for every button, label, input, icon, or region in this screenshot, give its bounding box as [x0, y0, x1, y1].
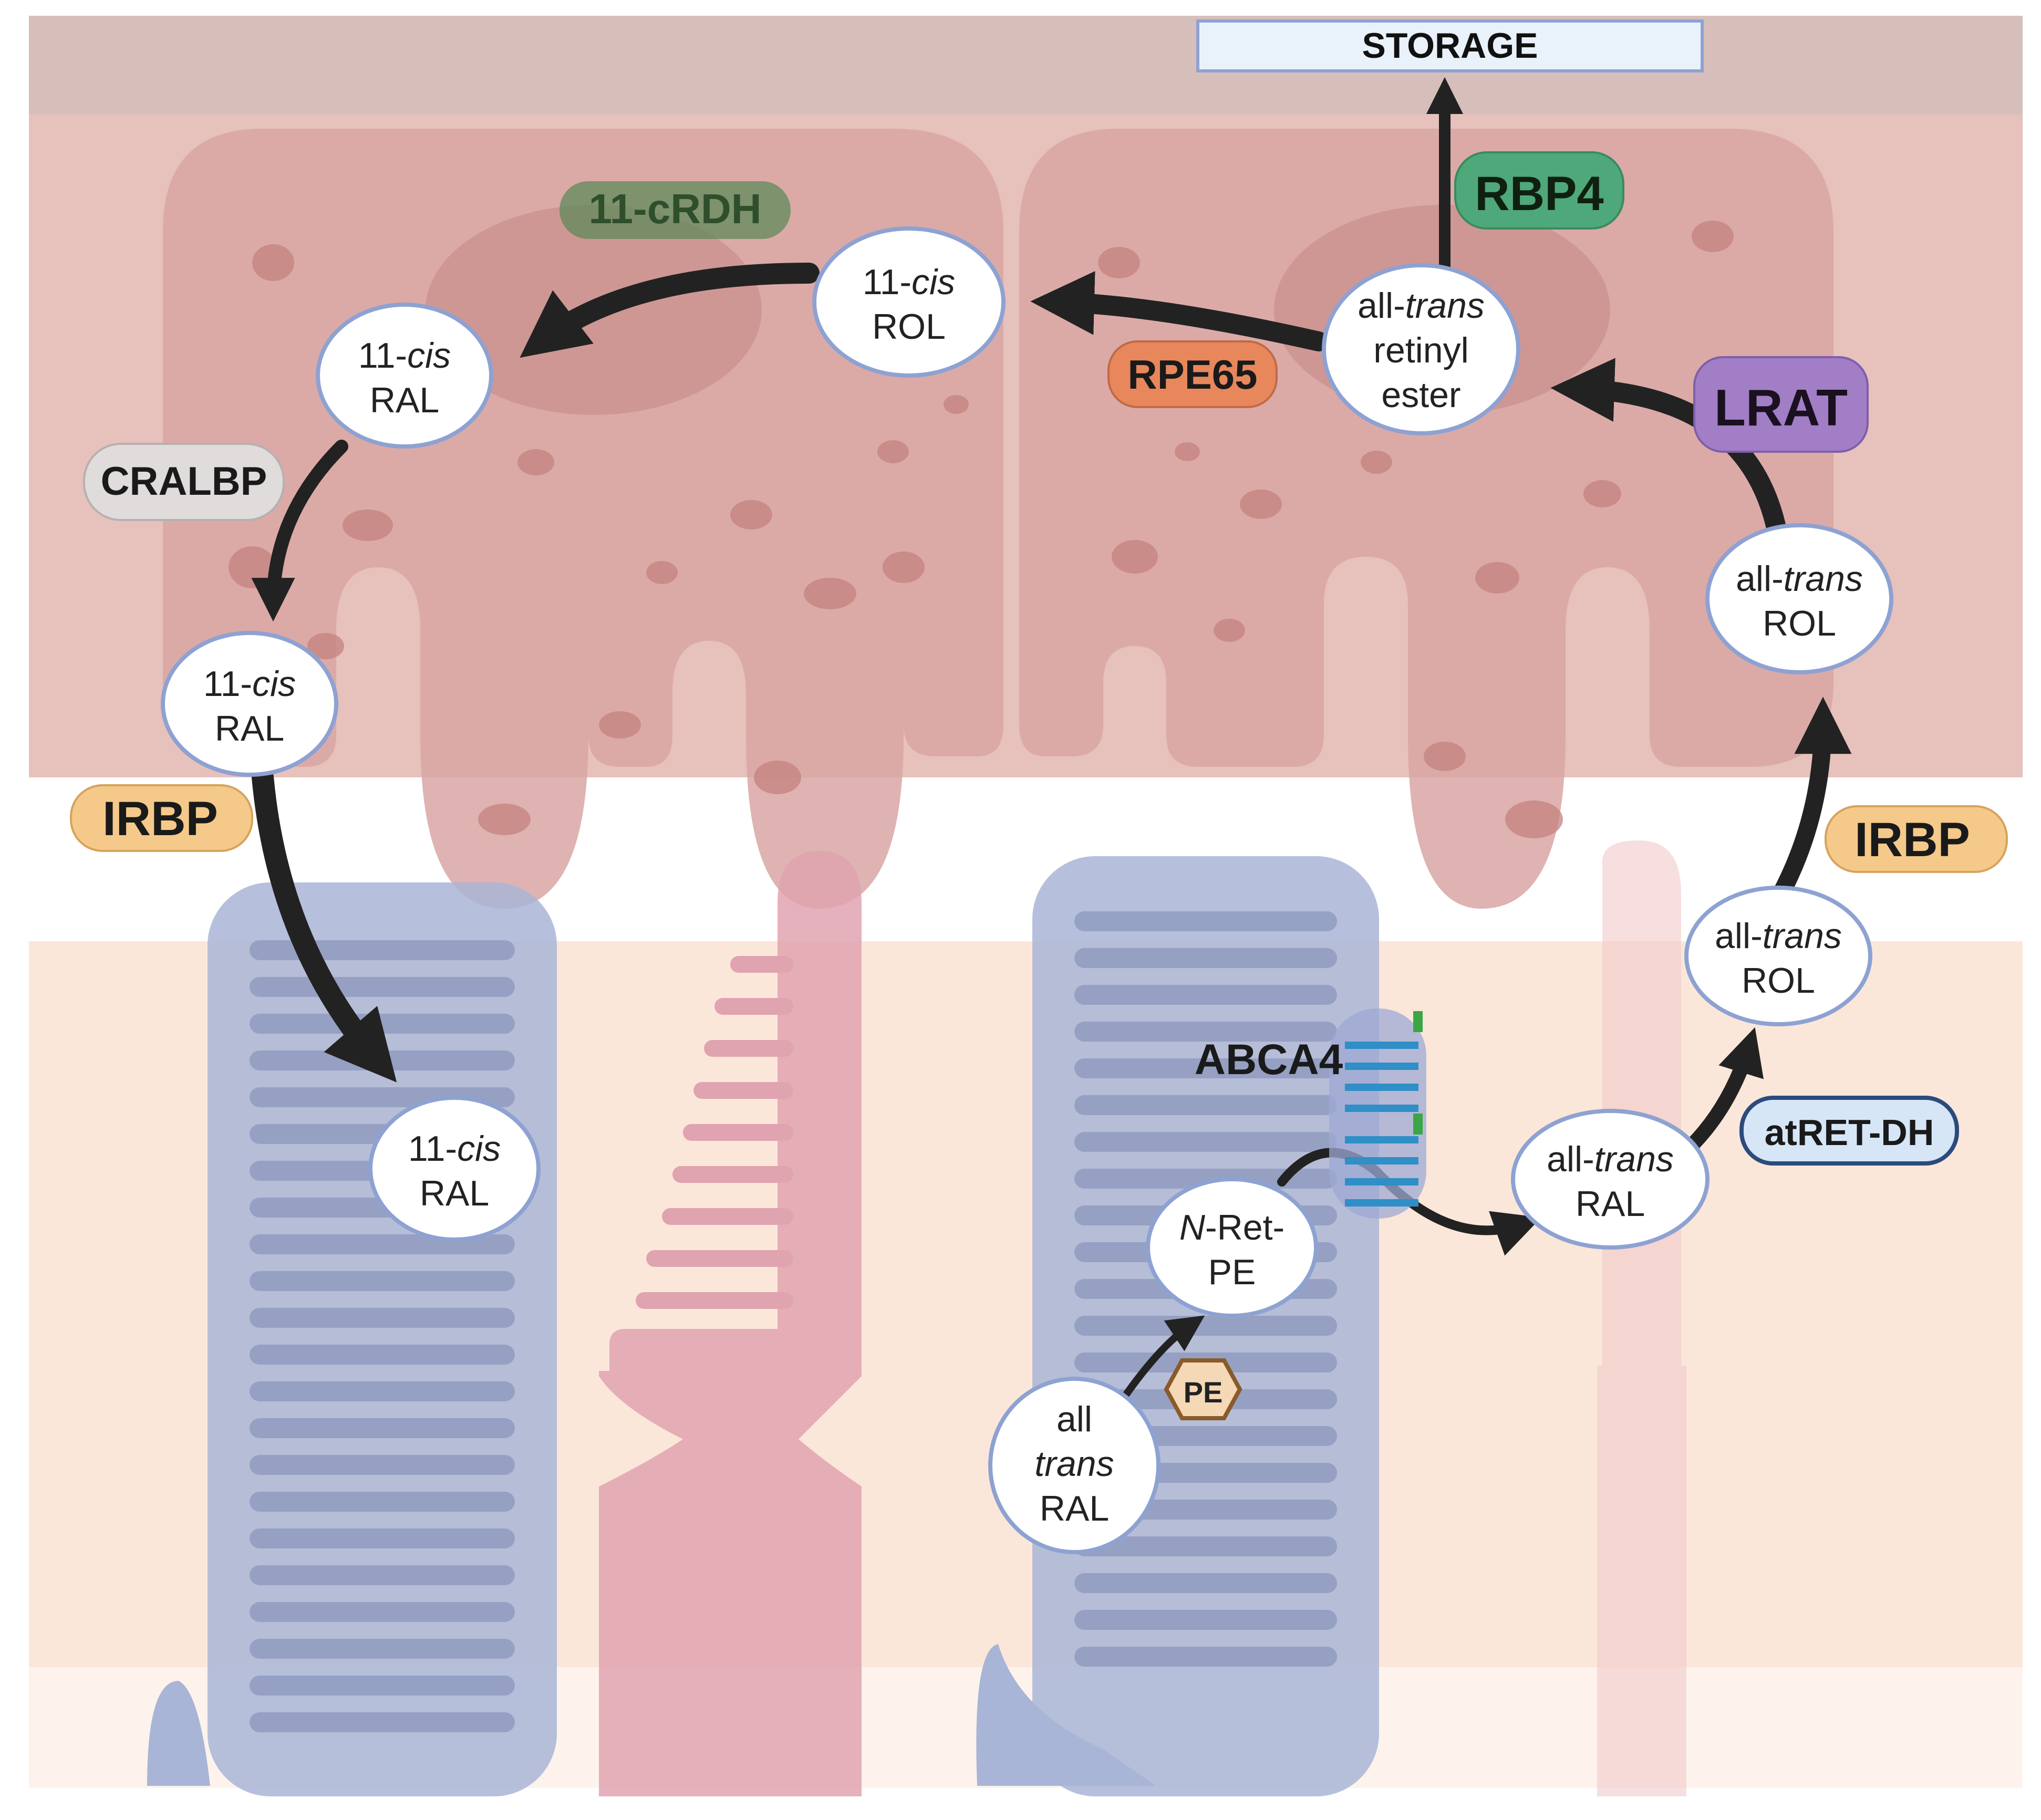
node-n-ret-pe: N-Ret- PE: [1146, 1177, 1318, 1318]
svg-text:all-trans: all-trans: [1736, 559, 1863, 599]
svg-text:RAL: RAL: [420, 1173, 489, 1213]
abca4-transporter: [1329, 1008, 1426, 1219]
node-11-cis-ral-mid: 11-cis RAL: [161, 631, 338, 777]
cone-lamellae-left: [636, 956, 793, 1309]
svg-text:atRET-DH: atRET-DH: [1765, 1112, 1934, 1153]
svg-text:trans: trans: [1034, 1444, 1114, 1484]
svg-text:11-cis: 11-cis: [203, 664, 296, 704]
svg-text:RAL: RAL: [1576, 1184, 1645, 1224]
node-11-cis-ral-top: 11-cis RAL: [316, 303, 493, 449]
svg-text:all-trans: all-trans: [1547, 1139, 1674, 1179]
node-retinyl-ester: all-trans retinyl ester: [1322, 263, 1520, 435]
svg-text:ROL: ROL: [1763, 604, 1836, 643]
node-all-trans-rol-mid: all-trans ROL: [1684, 886, 1872, 1026]
arrow-atralbot-to-nretpe: [1121, 1315, 1205, 1401]
svg-text:ester: ester: [1381, 375, 1460, 415]
svg-text:IRBP: IRBP: [102, 792, 218, 846]
svg-text:retinyl: retinyl: [1373, 330, 1468, 370]
svg-text:11-cRDH: 11-cRDH: [588, 185, 761, 232]
rod-foot-left: [147, 1681, 210, 1786]
svg-text:PE: PE: [1184, 1376, 1223, 1409]
arrow-cisrol-to-cisral: [520, 263, 820, 358]
svg-text:ROL: ROL: [872, 307, 946, 347]
svg-text:all: all: [1056, 1399, 1092, 1439]
svg-text:RBP4: RBP4: [1475, 167, 1603, 221]
svg-text:PE: PE: [1208, 1252, 1256, 1292]
enzyme-rbp4: RBP4: [1454, 151, 1624, 230]
enzyme-rpe65: RPE65: [1107, 340, 1278, 408]
node-all-trans-ral-bottom: all trans RAL: [988, 1377, 1161, 1554]
top-band: [29, 16, 2023, 116]
svg-text:RPE65: RPE65: [1127, 351, 1257, 398]
cycle-arrows: [251, 77, 1852, 1401]
arrow-cisral-to-cisralmid: [251, 440, 348, 622]
svg-text:RAL: RAL: [215, 709, 284, 748]
svg-text:LRAT: LRAT: [1714, 379, 1848, 436]
enzyme-atretdh: atRET-DH: [1739, 1096, 1959, 1166]
svg-text:11-cis: 11-cis: [358, 336, 451, 376]
arrow-atrolmid-to-atrol: [1767, 696, 1852, 912]
enzyme-abca4: ABCA4: [1195, 1036, 1343, 1084]
node-11-cis-rol: 11-cis ROL: [812, 226, 1006, 378]
svg-text:11-cis: 11-cis: [863, 262, 955, 302]
svg-text:RAL: RAL: [1040, 1489, 1109, 1528]
enzyme-lrat: LRAT: [1693, 356, 1869, 453]
svg-text:IRBP: IRBP: [1854, 813, 1970, 867]
enzyme-cralbp: CRALBP: [83, 443, 285, 521]
arrow-cisralmid-to-rod: [252, 766, 397, 1083]
svg-text:N-Ret-: N-Ret-: [1179, 1208, 1284, 1247]
svg-text:all-trans: all-trans: [1358, 286, 1485, 326]
svg-text:11-cis: 11-cis: [408, 1129, 501, 1169]
svg-text:CRALBP: CRALBP: [101, 459, 267, 504]
enzyme-irbp-left: IRBP: [70, 784, 253, 852]
cone-left: [599, 851, 862, 1796]
enzyme-rdh: 11-cRDH: [560, 181, 791, 239]
svg-text:RAL: RAL: [370, 380, 439, 420]
arrow-ester-to-cisrol: [1030, 271, 1329, 351]
rod-foot-right: [976, 1644, 1156, 1786]
storage-label: STORAGE: [1362, 26, 1538, 66]
storage-box: [1196, 19, 1704, 72]
enzyme-irbp-right: IRBP: [1825, 805, 2008, 873]
node-all-trans-rol-top: all-trans ROL: [1705, 523, 1893, 674]
cone-right: [1597, 840, 1686, 1796]
node-all-trans-ral: all-trans RAL: [1511, 1109, 1710, 1250]
node-11-cis-ral-bottom: 11-cis RAL: [368, 1096, 541, 1242]
svg-text:all-trans: all-trans: [1715, 916, 1842, 956]
svg-text:ROL: ROL: [1742, 961, 1815, 1001]
pe-hexagon: PE: [1164, 1358, 1242, 1420]
rpe-granules: [229, 221, 1767, 838]
